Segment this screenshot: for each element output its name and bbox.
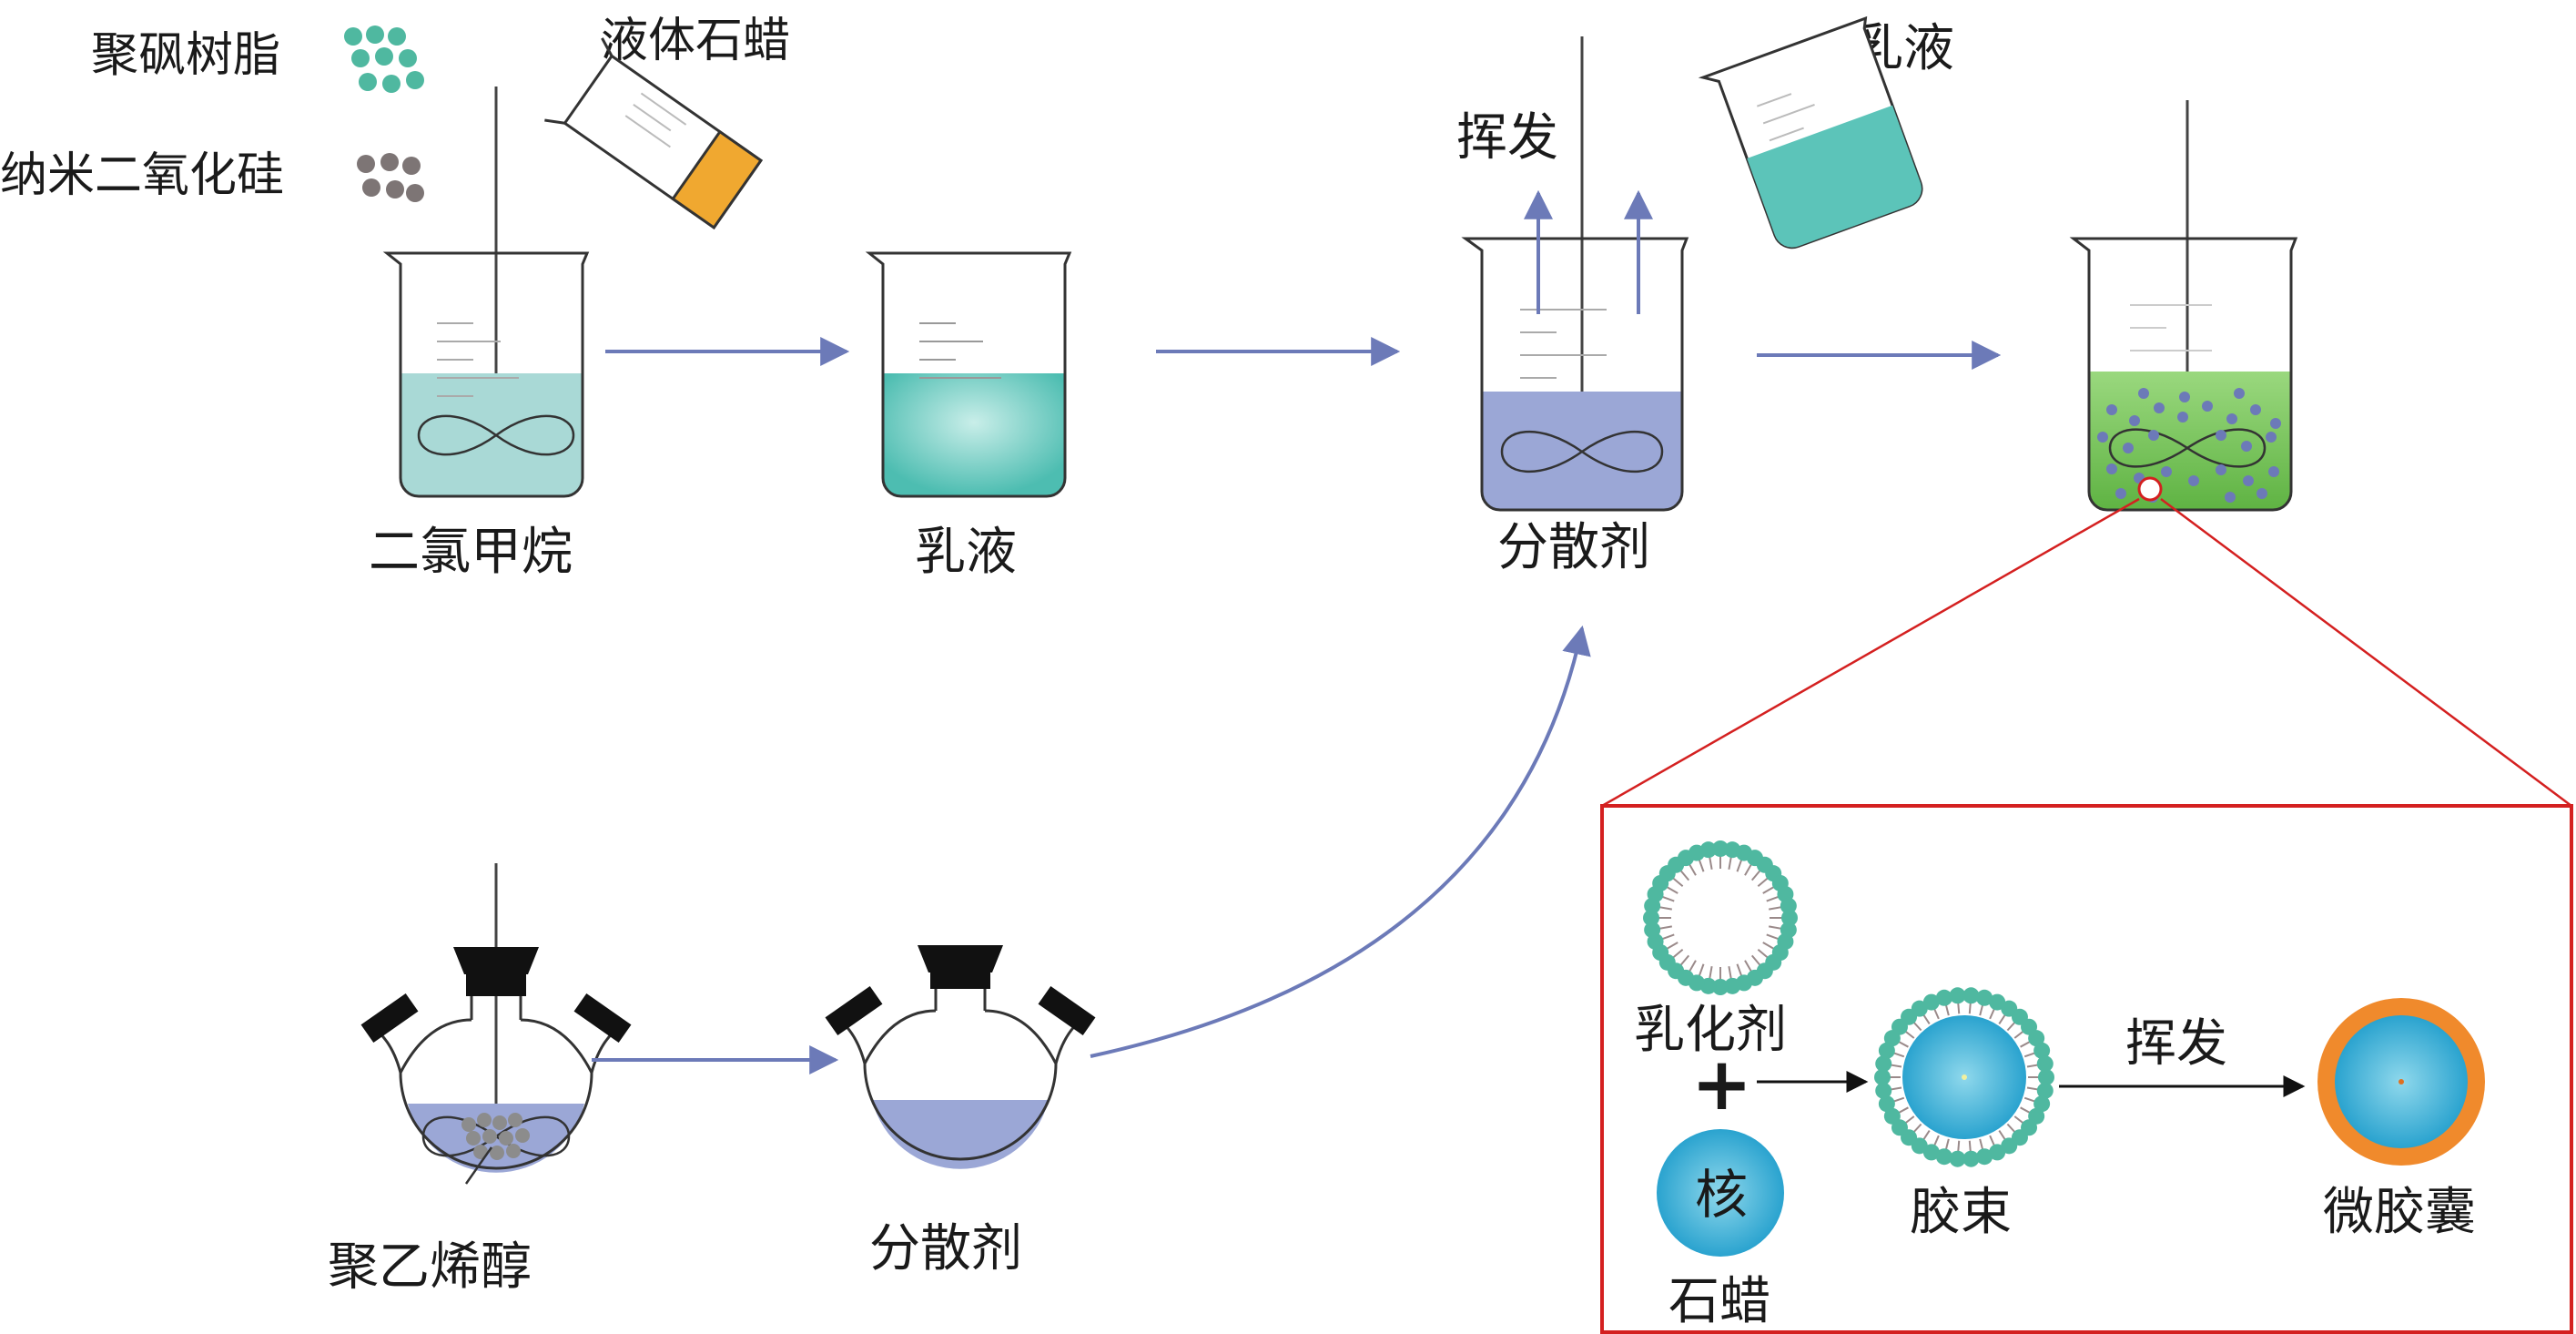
surfactant-head <box>1780 897 1797 914</box>
beaker-final <box>2069 100 2298 512</box>
surfactant-head <box>1643 910 1659 926</box>
curved-arrow <box>1090 625 1591 1058</box>
surfactant-head <box>1699 841 1717 859</box>
emulsion-pour-beaker <box>1698 15 1923 249</box>
nano-silica-dots <box>357 153 424 202</box>
surfactant-head <box>2028 1030 2045 1047</box>
flask-dispersant <box>825 945 1096 1169</box>
surfactant-head <box>1644 922 1661 939</box>
surfactant-head <box>1989 1144 2006 1161</box>
zoom-spot <box>2137 476 2163 502</box>
dispersant-top-label: 分散剂 <box>1497 518 1650 577</box>
emulsifier-label: 乳化剂 <box>1634 1001 1787 1060</box>
surfactant-head <box>1976 989 1993 1006</box>
core-circle <box>1657 1129 1784 1257</box>
legend-nano-silica-label: 纳米二氧化硅 <box>0 148 284 203</box>
surfactant-head <box>2033 1095 2051 1113</box>
surfactant-head <box>2033 1042 2051 1059</box>
micelle-ring <box>1874 987 2054 1167</box>
surfactant-head <box>2036 1055 2054 1073</box>
pva-label: 聚乙烯醇 <box>328 1237 532 1297</box>
surfactant-head <box>1724 977 1741 994</box>
microcapsule-label: 微胶囊 <box>2323 1183 2476 1242</box>
paraffin-label: 石蜡 <box>1668 1272 1770 1331</box>
zoom-line-left <box>1601 497 2140 808</box>
beaker-emulsion <box>865 251 1072 498</box>
evaporation-inset-label: 挥发 <box>2125 1014 2227 1074</box>
liquid-paraffin-label: 液体石蜡 <box>601 14 790 68</box>
surfactant-head <box>1962 987 1980 1004</box>
core-label: 核 <box>1695 1164 1748 1226</box>
dichloromethane-label: 二氯甲烷 <box>369 523 573 582</box>
paraffin-flask <box>544 37 764 230</box>
legend-polysulfone-label: 聚砜树脂 <box>91 28 280 83</box>
emulsion-label: 乳液 <box>915 523 1017 582</box>
surfactant-head <box>1875 1055 1892 1073</box>
micelle-label: 胶束 <box>1910 1183 2012 1242</box>
surfactant-head <box>1781 910 1798 926</box>
surfactant-head <box>1712 840 1729 857</box>
surfactant-head <box>1875 1082 1892 1099</box>
surfactant-head <box>1962 1150 1980 1167</box>
evaporation-label: 挥发 <box>1456 108 1558 168</box>
zoom-line-right <box>2160 497 2572 808</box>
plus-sign: + <box>1691 1042 1752 1126</box>
beaker-dichloromethane <box>382 87 590 498</box>
emulsifier-ring <box>1643 840 1798 995</box>
beaker-dispersant <box>1461 36 1689 512</box>
surfactant-head <box>1883 1107 1901 1125</box>
flask-pva <box>360 863 632 1185</box>
surfactant-head <box>1976 1148 1993 1166</box>
surfactant-head <box>1935 1148 1952 1166</box>
surfactant-head <box>1878 1095 1895 1113</box>
surfactant-head <box>1949 987 1966 1004</box>
surfactant-head <box>1712 979 1729 995</box>
surfactant-head <box>1949 1150 1966 1167</box>
surfactant-head <box>2036 1082 2054 1099</box>
surfactant-head <box>1922 993 1940 1011</box>
dispersant-bottom-label: 分散剂 <box>869 1219 1022 1278</box>
polysulfone-dots <box>344 25 424 93</box>
surfactant-head <box>1935 989 1952 1006</box>
surfactant-head <box>2038 1069 2054 1085</box>
surfactant-head <box>1878 1042 1895 1059</box>
surfactant-head <box>1874 1069 1891 1085</box>
